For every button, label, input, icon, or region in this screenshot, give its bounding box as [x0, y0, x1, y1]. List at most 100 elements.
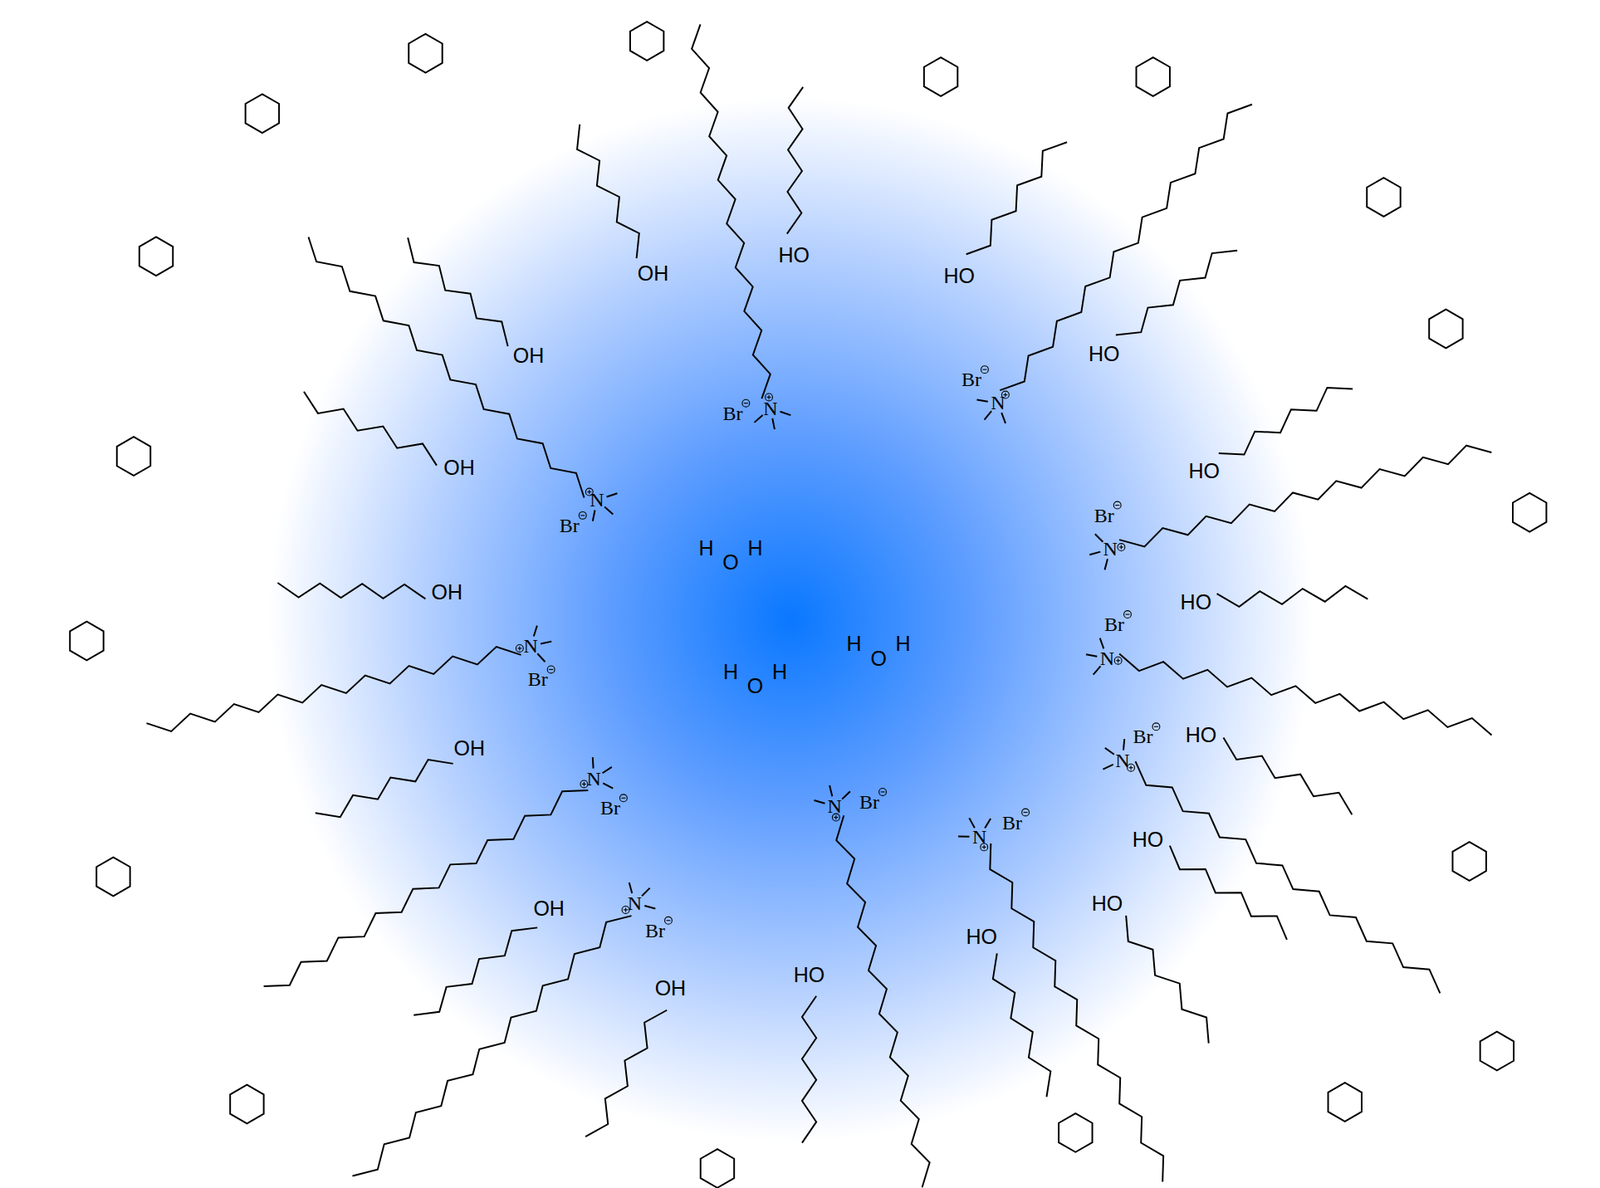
cyclohexane-ring [245, 93, 279, 133]
methyl-bond [829, 785, 832, 797]
cyclohexane-ring [1452, 841, 1486, 881]
nitrogen-label: N [1115, 750, 1130, 771]
negative-charge [1113, 501, 1121, 509]
negative-charge [1152, 723, 1160, 731]
alkyl-chain [836, 815, 930, 1188]
hydrogen-label: H [846, 633, 862, 655]
methyl-bond [976, 399, 988, 402]
hydroxyl-label: OH [655, 977, 687, 999]
hydroxyl-label: HO [1185, 724, 1218, 745]
cyclohexane-ring [1480, 1032, 1514, 1072]
nitrogen-label: N [1100, 648, 1115, 669]
octanol-chain [966, 141, 1067, 255]
octanol-chain [1223, 737, 1352, 815]
negative-charge [578, 511, 587, 519]
nitrogen-label: N [972, 826, 987, 847]
alkyl-chain [691, 24, 771, 399]
hydroxyl-label: OH [637, 263, 670, 284]
octanol-chain [315, 759, 454, 818]
octanol-chain [407, 237, 508, 347]
methyl-bond [841, 791, 851, 799]
cyclohexane-ring [700, 1149, 734, 1188]
alkyl-chain [1135, 761, 1440, 994]
cyclohexane-ring [408, 34, 442, 74]
nitrogen-label: N [627, 893, 642, 914]
alkyl-chain [264, 790, 589, 987]
methyl-bond [629, 882, 632, 894]
nitrogen-label: N [827, 796, 842, 817]
nitrogen-label: N [1102, 538, 1117, 559]
hydroxyl-label: HO [777, 244, 810, 266]
methyl-bond [1001, 412, 1006, 424]
alkyl-chain [308, 237, 585, 499]
negative-charge [547, 665, 555, 674]
methyl-bond [592, 509, 596, 521]
cyclohexane-ring [69, 621, 103, 661]
hydroxyl-label: HO [1188, 459, 1220, 481]
hydrogen-label: H [698, 537, 714, 558]
octanol-chain [1115, 250, 1238, 336]
alkyl-chain [1119, 445, 1492, 548]
methyl-bond [1100, 638, 1105, 650]
methyl-bond [1102, 764, 1113, 770]
hydroxyl-label: HO [1180, 592, 1213, 613]
nitrogen-label: N [587, 768, 602, 789]
hydroxyl-label: HO [1088, 343, 1121, 365]
cyclohexane-ring [1058, 1113, 1092, 1153]
methyl-bond [602, 782, 613, 788]
hydroxyl-label: OH [454, 737, 486, 759]
methyl-bond [958, 836, 970, 838]
nitrogen-label: N [990, 392, 1005, 413]
methyl-bond [1093, 665, 1101, 675]
hydroxyl-label: OH [443, 456, 475, 478]
octanol-chain [277, 582, 426, 599]
bromide-label: Br [559, 515, 580, 536]
cyclohexane-ring [1512, 493, 1547, 533]
cyclohexane-ring [139, 236, 173, 276]
methyl-bond [1095, 533, 1104, 543]
negative-charge [879, 787, 887, 796]
bromide-label: Br [722, 403, 743, 424]
methyl-bond [753, 415, 763, 423]
cyclohexane-ring [1366, 177, 1400, 217]
alkyl-chain [352, 915, 632, 1176]
octanol-chain [1217, 586, 1369, 607]
hydroxyl-label: HO [1091, 892, 1124, 914]
cyclohexane-ring [1135, 57, 1170, 97]
cyclohexane-ring [1428, 309, 1463, 349]
nitrogen-label: N [763, 398, 778, 419]
octanol-chain [1125, 915, 1209, 1044]
methyl-bond [772, 418, 775, 430]
negative-charge [665, 916, 673, 925]
alkyl-chain [1119, 653, 1492, 735]
octanol-chain [413, 927, 538, 1015]
methyl-bond [604, 507, 613, 515]
methyl-bond [644, 905, 656, 909]
oxygen-label: O [747, 675, 764, 696]
nitrogen-label: N [589, 489, 604, 510]
methyl-bond [537, 653, 545, 662]
hydroxyl-label: OH [431, 581, 464, 602]
bromide-label: Br [961, 369, 982, 390]
hydrogen-label: H [772, 660, 788, 682]
cyclohexane-ring [630, 21, 664, 61]
methyl-bond [540, 641, 552, 645]
methyl-bond [1105, 748, 1115, 755]
positive-charge [515, 645, 524, 653]
alkyl-chain [999, 104, 1253, 391]
octanol-chain [585, 1010, 667, 1137]
negative-charge [1022, 808, 1030, 817]
negative-charge [619, 794, 627, 803]
bromide-label: Br [1132, 726, 1153, 747]
bromide-label: Br [859, 792, 880, 813]
methyl-bond [1086, 654, 1097, 656]
methyl-bond [1123, 738, 1125, 750]
hydrogen-label: H [895, 633, 911, 655]
hydroxyl-label: HO [943, 264, 975, 286]
oxygen-label: O [722, 552, 739, 573]
methyl-bond [592, 757, 595, 769]
hydroxyl-label: HO [966, 926, 999, 948]
methyl-bond [813, 800, 825, 804]
bromide-label: Br [1104, 614, 1125, 635]
